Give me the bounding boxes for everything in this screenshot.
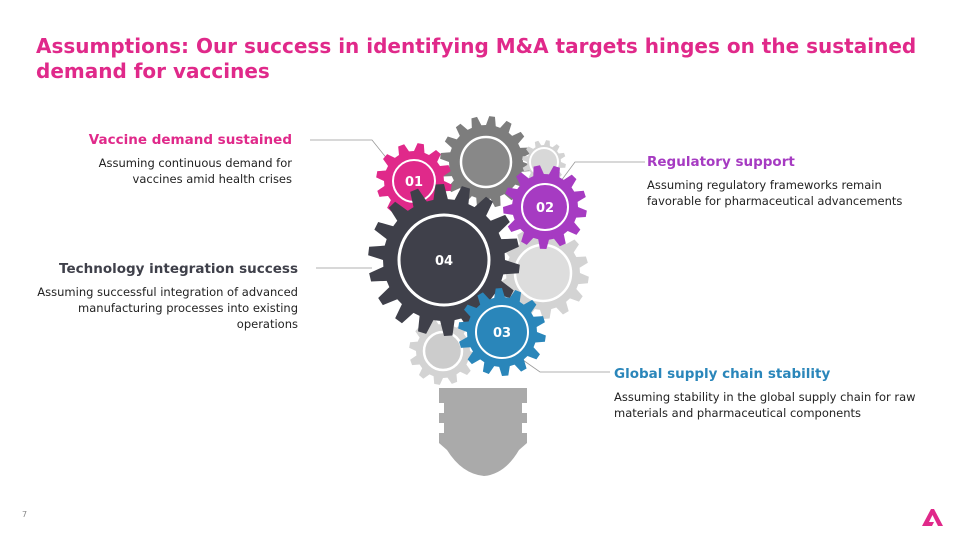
gear-icon-03: 03 — [458, 288, 546, 376]
assumption-body-02: Assuming regulatory frameworks remain fa… — [647, 178, 903, 208]
page-number: 7 — [22, 510, 28, 519]
gear-icon-03-label: 03 — [493, 326, 511, 341]
slide-title: Assumptions: Our success in identifying … — [36, 34, 917, 83]
gear-small-bottom-hub — [422, 330, 464, 372]
assumption-heading-01: Vaccine demand sustained — [88, 132, 292, 148]
gear-small-bottom — [409, 317, 477, 385]
gear-icon-04-hub — [397, 213, 491, 307]
gear-grey-top — [440, 116, 532, 208]
assumption-heading-03: Global supply chain stability — [614, 366, 831, 382]
gear-icon-01: 01 — [376, 143, 452, 219]
assumption-technology-integration: Technology integration success Assuming … — [30, 260, 298, 332]
gear-icon-01-label: 01 — [405, 175, 423, 190]
assumption-body-01: Assuming continuous demand for vaccines … — [98, 156, 292, 186]
gear-light-right-hub — [513, 243, 573, 303]
connector-line-03 — [519, 357, 610, 373]
gear-icon-03-hub — [475, 305, 529, 359]
brand-a-logo-icon — [922, 509, 943, 526]
assumption-body-04: Assuming successful integration of advan… — [37, 285, 298, 331]
assumption-vaccine-demand: Vaccine demand sustained Assuming contin… — [60, 131, 292, 187]
gear-icon-02: 02 — [503, 165, 587, 249]
gear-icon-04-label: 04 — [435, 254, 453, 269]
assumption-heading-02: Regulatory support — [647, 154, 795, 170]
connector-line-02 — [557, 161, 645, 186]
gear-icon-02-label: 02 — [536, 201, 554, 216]
lightbulb-base-icon — [439, 388, 527, 476]
assumption-heading-04: Technology integration success — [59, 261, 298, 277]
assumption-regulatory-support: Regulatory support Assuming regulatory f… — [647, 153, 907, 209]
assumption-supply-chain: Global supply chain stability Assuming s… — [614, 365, 934, 421]
gear-grey-top-hub — [459, 135, 513, 189]
assumption-body-03: Assuming stability in the global supply … — [614, 390, 916, 420]
gear-icon-02-hub — [521, 183, 569, 231]
connector-line-01 — [310, 139, 393, 166]
